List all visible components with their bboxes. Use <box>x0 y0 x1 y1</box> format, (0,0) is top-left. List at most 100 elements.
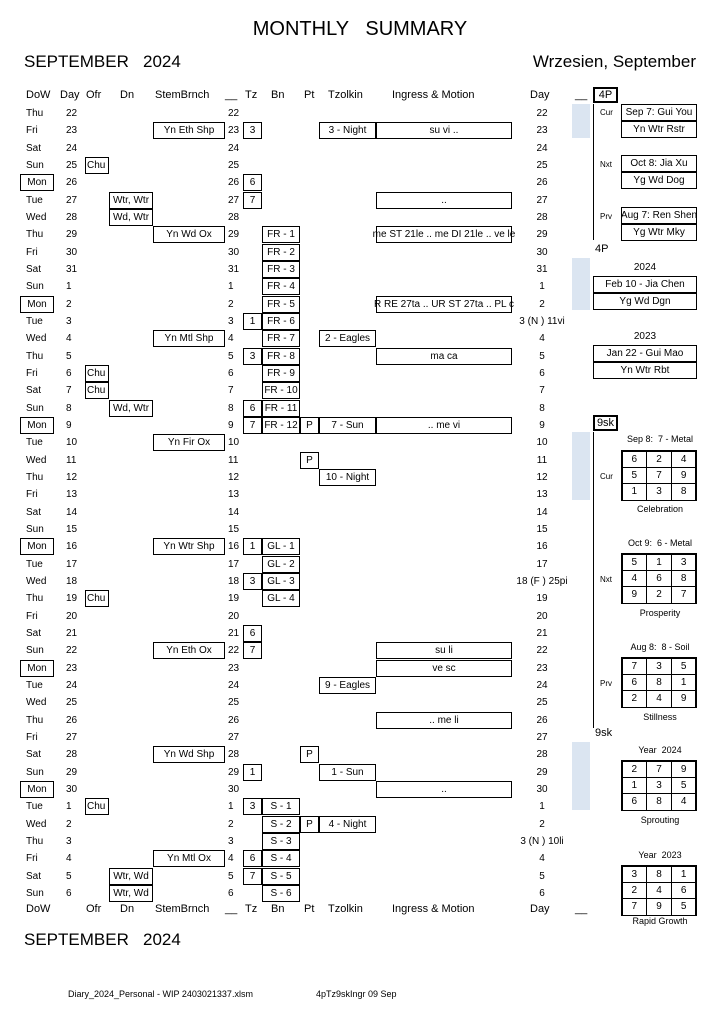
row-day-repeat: 20 <box>228 610 240 622</box>
row-day: 3 <box>66 835 72 847</box>
row-tz: 6 <box>243 624 262 642</box>
row-dow: Tue <box>26 801 43 813</box>
nine-star-cell: 8 <box>646 793 672 811</box>
row-day-right: 30 <box>536 783 548 795</box>
nine-star-cell: 8 <box>670 569 697 588</box>
side-divider <box>593 432 594 728</box>
row-bn: S - 2 <box>262 815 300 833</box>
row-day-repeat: 21 <box>228 627 240 639</box>
row-bn: FR - 8 <box>262 347 300 365</box>
row-tz: 7 <box>243 191 262 209</box>
row-day: 28 <box>66 211 78 223</box>
row-day-repeat: 28 <box>228 749 240 761</box>
row-stembranch: Yn Wtr Shp <box>153 538 225 556</box>
row-tz: 6 <box>243 850 262 868</box>
row-dow: Sun <box>26 523 44 535</box>
row-day-right: 8 <box>539 402 545 414</box>
row-day-repeat: 19 <box>228 593 240 605</box>
nine-star-cell: 6 <box>621 793 648 811</box>
row-day-repeat: 26 <box>228 177 240 189</box>
row-dow: Sat <box>26 263 42 275</box>
row-day: 9 <box>66 419 72 431</box>
row-tz: 3 <box>243 122 262 140</box>
row-day: 8 <box>66 402 72 414</box>
row-day-right: 28 <box>536 211 548 223</box>
row-day: 5 <box>66 870 72 882</box>
row-stembranch: Yn Mtl Ox <box>153 850 225 868</box>
row-day-right: 26 <box>536 177 548 189</box>
row-day-repeat: 17 <box>228 558 240 570</box>
row-day: 1 <box>66 801 72 813</box>
nine-star-cell: 5 <box>621 466 648 485</box>
row-stembranch: Yn Wd Ox <box>153 226 225 244</box>
row-day-right: 19 <box>536 593 548 605</box>
row-tz: 6 <box>243 399 262 417</box>
header-stem: StemBrnch <box>155 903 210 915</box>
row-day-repeat: 1 <box>228 281 234 293</box>
row-bn: S - 6 <box>262 884 300 902</box>
sq-cur-title: Sep 8: 7 - Metal <box>626 434 694 444</box>
row-dow: Sun <box>26 887 44 899</box>
nine-star-cell: 1 <box>621 776 648 795</box>
row-day-right: 29 <box>536 766 548 778</box>
header-ingress: Ingress & Motion <box>392 903 475 915</box>
row-dow: Sat <box>26 506 42 518</box>
year-2024-element: Yg Wd Dgn <box>593 293 697 310</box>
row-bn: FR - 7 <box>262 330 300 348</box>
row-day: 24 <box>66 679 78 691</box>
row-day-right: 4 <box>539 853 545 865</box>
nine-star-cell: 1 <box>670 673 697 692</box>
row-day: 15 <box>66 523 78 535</box>
row-day-right: 7 <box>539 385 545 397</box>
row-bn: FR - 11 <box>262 399 300 417</box>
row-ofr: Chu <box>85 364 109 382</box>
row-day: 22 <box>66 108 78 119</box>
row-dow: Sat <box>26 870 42 882</box>
row-day-right: 6 <box>539 887 545 899</box>
header-tzolkin: Tzolkin <box>328 89 363 101</box>
row-day-repeat: 6 <box>228 367 234 379</box>
row-tzolkin: 2 - Eagles <box>319 330 376 348</box>
row-day: 25 <box>66 697 78 709</box>
row-day-repeat: 29 <box>228 229 240 241</box>
cur-pillar-element: Yn Wtr Rstr <box>621 121 697 138</box>
row-ingress: me ST 21le .. me DI 21le .. ve le <box>373 226 515 244</box>
row-day: 1 <box>66 281 72 293</box>
sq-cur-caption: Celebration <box>636 504 684 514</box>
row-day-right: 15 <box>536 523 548 535</box>
year-2023-label: 2023 <box>633 331 657 342</box>
row-day-right: 20 <box>536 610 548 622</box>
row-dow: Thu <box>26 714 44 726</box>
row-day-repeat: 15 <box>228 523 240 535</box>
row-day-right: 22 <box>536 645 548 657</box>
row-day: 11 <box>66 454 77 466</box>
row-dow: Sun <box>26 766 44 778</box>
header-pt: Pt <box>304 903 315 915</box>
row-day-repeat: 2 <box>228 298 234 310</box>
nxt-pillar-element: Yg Wd Dog <box>621 172 697 189</box>
row-tz: 1 <box>243 763 262 781</box>
header-ofr: Ofr <box>86 89 102 101</box>
row-day-repeat: 23 <box>228 125 240 137</box>
row-dow: Fri <box>26 125 38 137</box>
row-dow: Tue <box>26 315 43 327</box>
row-day-repeat: 23 <box>228 662 240 674</box>
row-dow: Thu <box>26 350 44 362</box>
four-pillars-label: 4P <box>593 87 618 103</box>
row-day: 7 <box>66 385 72 397</box>
row-bn: S - 4 <box>262 850 300 868</box>
row-day-repeat: 16 <box>228 541 240 553</box>
nine-star-cell: 5 <box>621 553 648 571</box>
row-dow: Wed <box>26 818 47 830</box>
row-bn: FR - 2 <box>262 243 300 261</box>
row-day: 6 <box>66 887 72 899</box>
row-day-repeat: 3 <box>228 835 234 847</box>
nine-star-cell: 6 <box>670 881 697 900</box>
row-day-right: 1 <box>539 281 545 293</box>
header-day: Day <box>60 89 80 101</box>
nine-star-cell: 8 <box>646 673 672 692</box>
row-day-repeat: 30 <box>228 246 240 258</box>
row-dow: Mon <box>20 780 54 798</box>
